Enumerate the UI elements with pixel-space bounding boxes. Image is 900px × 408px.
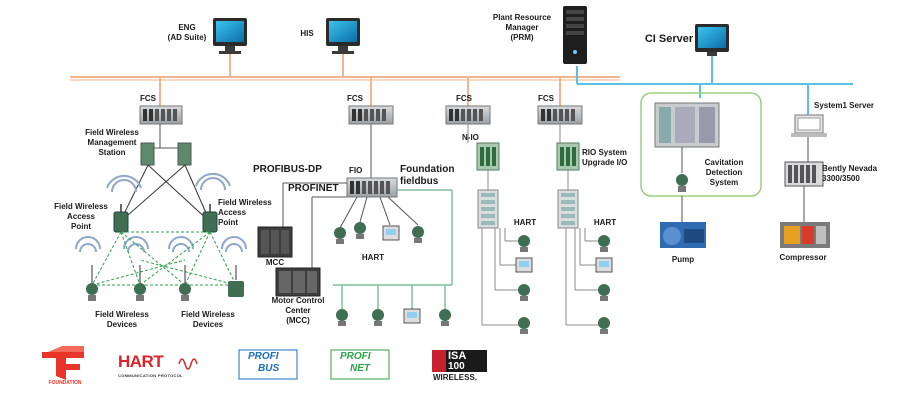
hart-label-nio: HART bbox=[513, 218, 537, 227]
rio-module bbox=[556, 142, 580, 171]
fcs-controller-2 bbox=[348, 105, 394, 125]
fcs-controller-3 bbox=[445, 105, 491, 125]
eng-label: ENG(AD Suite) bbox=[167, 23, 207, 42]
wireless-device-3 bbox=[179, 265, 191, 301]
motor-control-center bbox=[275, 267, 321, 297]
rio-terminal bbox=[557, 189, 579, 229]
ci-bus bbox=[576, 55, 853, 116]
hart-label-rio: HART bbox=[593, 218, 617, 227]
rio-devices bbox=[595, 235, 613, 334]
hart-label-fio: HART bbox=[361, 253, 385, 262]
wireless-mesh-links bbox=[91, 231, 237, 286]
his-label: HIS bbox=[300, 29, 314, 38]
isa-logo-subtext: WIRELESS. bbox=[433, 373, 478, 382]
fcs-label-4: FCS bbox=[538, 94, 554, 103]
hart-logo-text: HART bbox=[118, 352, 164, 371]
wireless-device-2 bbox=[134, 265, 146, 301]
wireless-device-4 bbox=[228, 265, 244, 297]
wireless-management-station bbox=[140, 124, 192, 166]
compressor-image bbox=[780, 222, 830, 248]
n-io-links bbox=[467, 124, 520, 326]
his-monitor bbox=[326, 18, 360, 54]
wireless-backbone bbox=[119, 164, 211, 223]
pump-image bbox=[660, 196, 706, 248]
isa-logo-text: ISA bbox=[448, 350, 467, 362]
wireless-waves bbox=[75, 172, 247, 253]
eng-monitor bbox=[213, 18, 247, 54]
foundation-logo-text: FOUNDATION bbox=[48, 380, 82, 386]
hart-logo-wave bbox=[178, 358, 198, 370]
n-io-label: N-IO bbox=[462, 133, 479, 142]
ci-server-label: CI Server bbox=[644, 33, 694, 45]
fieldbus-devices bbox=[336, 308, 451, 326]
hart-logo-subtext: COMMUNICATION PROTOCOL bbox=[118, 373, 183, 378]
wireless-device-1 bbox=[86, 265, 98, 301]
prm-server bbox=[563, 6, 587, 64]
fio-unit bbox=[346, 177, 398, 198]
n-io-devices bbox=[515, 235, 533, 334]
pump-label: Pump bbox=[671, 255, 695, 264]
n-io-terminal bbox=[477, 189, 499, 229]
profinet-label: PROFINET bbox=[288, 183, 339, 194]
fio-label: FIO bbox=[349, 166, 363, 175]
mcc-cabinet bbox=[257, 226, 293, 258]
cavitation-box bbox=[640, 92, 762, 197]
fcs-label-3: FCS bbox=[456, 94, 472, 103]
compressor-label: Compressor bbox=[779, 253, 827, 262]
profibus-dp-label: PROFIBUS-DP bbox=[253, 164, 322, 175]
isa-logo-number: 100 bbox=[448, 361, 465, 372]
mcc-label: MCC bbox=[265, 258, 285, 267]
profinet-logo bbox=[330, 349, 390, 380]
profibus-logo bbox=[238, 349, 298, 380]
rio-links bbox=[559, 124, 600, 326]
control-bus bbox=[70, 53, 620, 107]
fio-hart-devices bbox=[334, 222, 424, 244]
fcs-controller-4 bbox=[537, 105, 583, 125]
bently-nevada-rack bbox=[784, 161, 824, 222]
system1-server bbox=[791, 114, 827, 162]
n-io-module bbox=[476, 142, 500, 171]
fcs-label-2: FCS bbox=[347, 94, 363, 103]
foundation-fieldbus-line bbox=[333, 189, 453, 310]
wireless-devices bbox=[86, 265, 244, 301]
ci-server-monitor bbox=[695, 24, 729, 56]
fio-links bbox=[282, 124, 419, 268]
access-point-right bbox=[202, 204, 218, 233]
access-point-left bbox=[113, 204, 129, 233]
fcs-controller-1 bbox=[139, 105, 183, 125]
system1-server-label: System1 Server bbox=[814, 101, 875, 110]
fcs-label-1: FCS bbox=[140, 94, 156, 103]
foundation-logo bbox=[42, 346, 84, 380]
isa-logo bbox=[432, 350, 487, 372]
